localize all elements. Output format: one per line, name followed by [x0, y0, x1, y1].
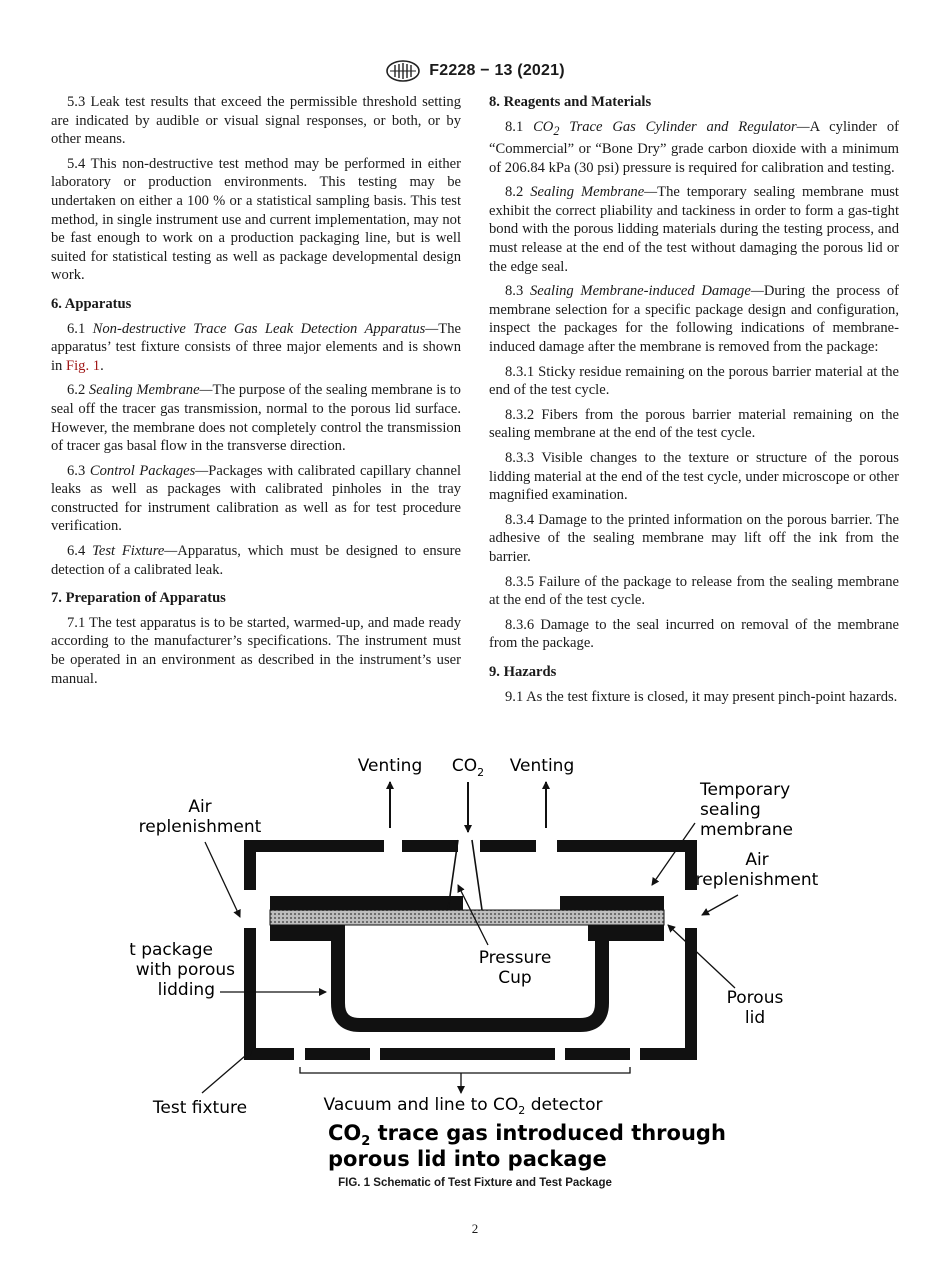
fixture-bottom-wall	[244, 1048, 294, 1060]
paragraph-9-1: 9.1 As the test fixture is closed, it ma…	[505, 688, 898, 705]
fixture-top-wall	[244, 840, 384, 852]
temporary-membrane-label-line3: membrane	[700, 820, 793, 840]
venting-left-label: Venting	[358, 756, 423, 776]
section-6-heading: 6. Apparatus	[51, 295, 132, 312]
figure-caption: FIG. 1 Schematic of Test Fixture and Tes…	[338, 1177, 612, 1189]
paragraph-7-1: 7.1 The test apparatus is to be started,…	[51, 614, 462, 687]
test-package-label-line1: Test package	[130, 940, 213, 960]
test-fixture-label: Test fixture	[152, 1098, 247, 1118]
fixture-bottom-wall	[640, 1048, 697, 1060]
pressure-cup-arrow	[457, 884, 489, 946]
test-package-label-line3: lidding	[158, 980, 215, 1000]
venting-right-label: Venting	[510, 756, 575, 776]
pressure-cup-label-line2: Cup	[498, 968, 531, 988]
sealing-membrane-left	[270, 896, 463, 910]
package-flange	[270, 925, 345, 941]
paragraph-5-3: 5.3 Leak test results that exceed the pe…	[51, 94, 461, 148]
porous-lid-label-line2: lid	[745, 1008, 765, 1028]
paragraph-8-2: 8.2 Sealing Membrane—The temporary seali…	[489, 184, 899, 275]
left-column: 5.3 Leak test results that exceed the pe…	[51, 93, 461, 694]
fixture-bottom-wall	[305, 1048, 370, 1060]
fixture-side-wall	[244, 852, 256, 890]
vacuum-label: Vacuum and line to CO2 detector	[324, 1095, 603, 1117]
fixture-bottom-wall	[565, 1048, 630, 1060]
right-column: 8. Reagents and Materials 8.1 CO2 Trace …	[489, 93, 899, 712]
air-replenishment-left-arrow	[204, 841, 241, 918]
figure-description-line1: CO2 trace gas introduced through	[328, 1121, 726, 1149]
standard-designation: F2228 − 13 (2021)	[429, 62, 565, 79]
porous-lid-arrow	[667, 924, 736, 989]
pressure-cup-label-line1: Pressure	[479, 948, 552, 968]
figure-description-line2: porous lid into package	[328, 1147, 607, 1171]
paragraph-5-4: 5.4 This non-destructive test method may…	[51, 155, 461, 284]
bottom-bracket	[299, 1067, 631, 1074]
fixture-top-wall	[557, 840, 697, 852]
porous-lid	[269, 909, 665, 926]
section-9-heading: 9. Hazards	[489, 663, 557, 680]
test-package-label-line2: with porous	[136, 960, 235, 980]
sealing-membrane-right	[560, 896, 664, 910]
section-8-heading: 8. Reagents and Materials	[489, 94, 652, 110]
section-7-heading: 7. Preparation of Apparatus	[51, 590, 226, 607]
list-item: 8.3.2 Fibers from the porous barrier mat…	[489, 406, 899, 442]
air-replenishment-right-label-line1: Air	[745, 850, 768, 870]
temporary-membrane-arrow	[651, 822, 696, 886]
air-replenishment-left-label-line2: replenishment	[139, 817, 262, 837]
test-fixture-schematic: Venting CO2 Venting Air replenishment Te…	[130, 756, 819, 1171]
air-replenishment-right-arrow	[701, 894, 739, 916]
paragraph-6-4: 6.4 Test Fixture—Apparatus, which must b…	[51, 543, 461, 578]
paragraph-6-2: 6.2 Sealing Membrane—The purpose of the …	[51, 382, 461, 455]
porous-lid-label-line1: Porous	[727, 988, 784, 1008]
paragraph-6-1: 6.1 Non-destructive Trace Gas Leak Detec…	[51, 320, 461, 374]
astm-logo-icon	[386, 60, 421, 82]
list-item: 8.3.6 Damage to the seal incurred on rem…	[489, 616, 899, 652]
fixture-side-wall	[685, 852, 697, 890]
list-item: 8.3.4 Damage to the printed information …	[489, 511, 899, 565]
list-item: 8.3.1 Sticky residue remaining on the po…	[489, 363, 899, 399]
list-item: 8.3.3 Visible changes to the texture or …	[489, 450, 899, 504]
fig-1-link[interactable]: Fig. 1	[66, 357, 101, 374]
fixture-top-wall	[402, 840, 458, 852]
package-tray	[331, 929, 609, 1032]
air-replenishment-left-label-line1: Air	[188, 797, 211, 817]
fixture-bottom-wall	[380, 1048, 555, 1060]
paragraph-8-1: 8.1 CO2 Trace Gas Cylinder and Regulator…	[489, 118, 899, 176]
page-header: F2228 − 13 (2021)	[0, 58, 950, 84]
pressure-cup	[447, 839, 483, 911]
damage-list: 8.3.1 Sticky residue remaining on the po…	[489, 363, 899, 653]
fixture-side-wall	[244, 928, 256, 1058]
test-fixture-arrow	[201, 1049, 253, 1094]
fixture-top-wall	[480, 840, 536, 852]
fixture-side-wall	[685, 928, 697, 1058]
co2-inlet-label: CO2	[452, 756, 484, 779]
paragraph-6-3: 6.3 Control Packages—Packages with calib…	[51, 462, 462, 535]
paragraph-8-3: 8.3 Sealing Membrane-induced Damage—Duri…	[489, 283, 899, 356]
temporary-membrane-label-line2: sealing	[700, 800, 761, 820]
air-replenishment-right-label-line2: replenishment	[696, 870, 819, 890]
list-item: 8.3.5 Failure of the package to release …	[489, 573, 900, 609]
page-number: 2	[471, 1221, 479, 1236]
temporary-membrane-label-line1: Temporary	[699, 780, 790, 800]
